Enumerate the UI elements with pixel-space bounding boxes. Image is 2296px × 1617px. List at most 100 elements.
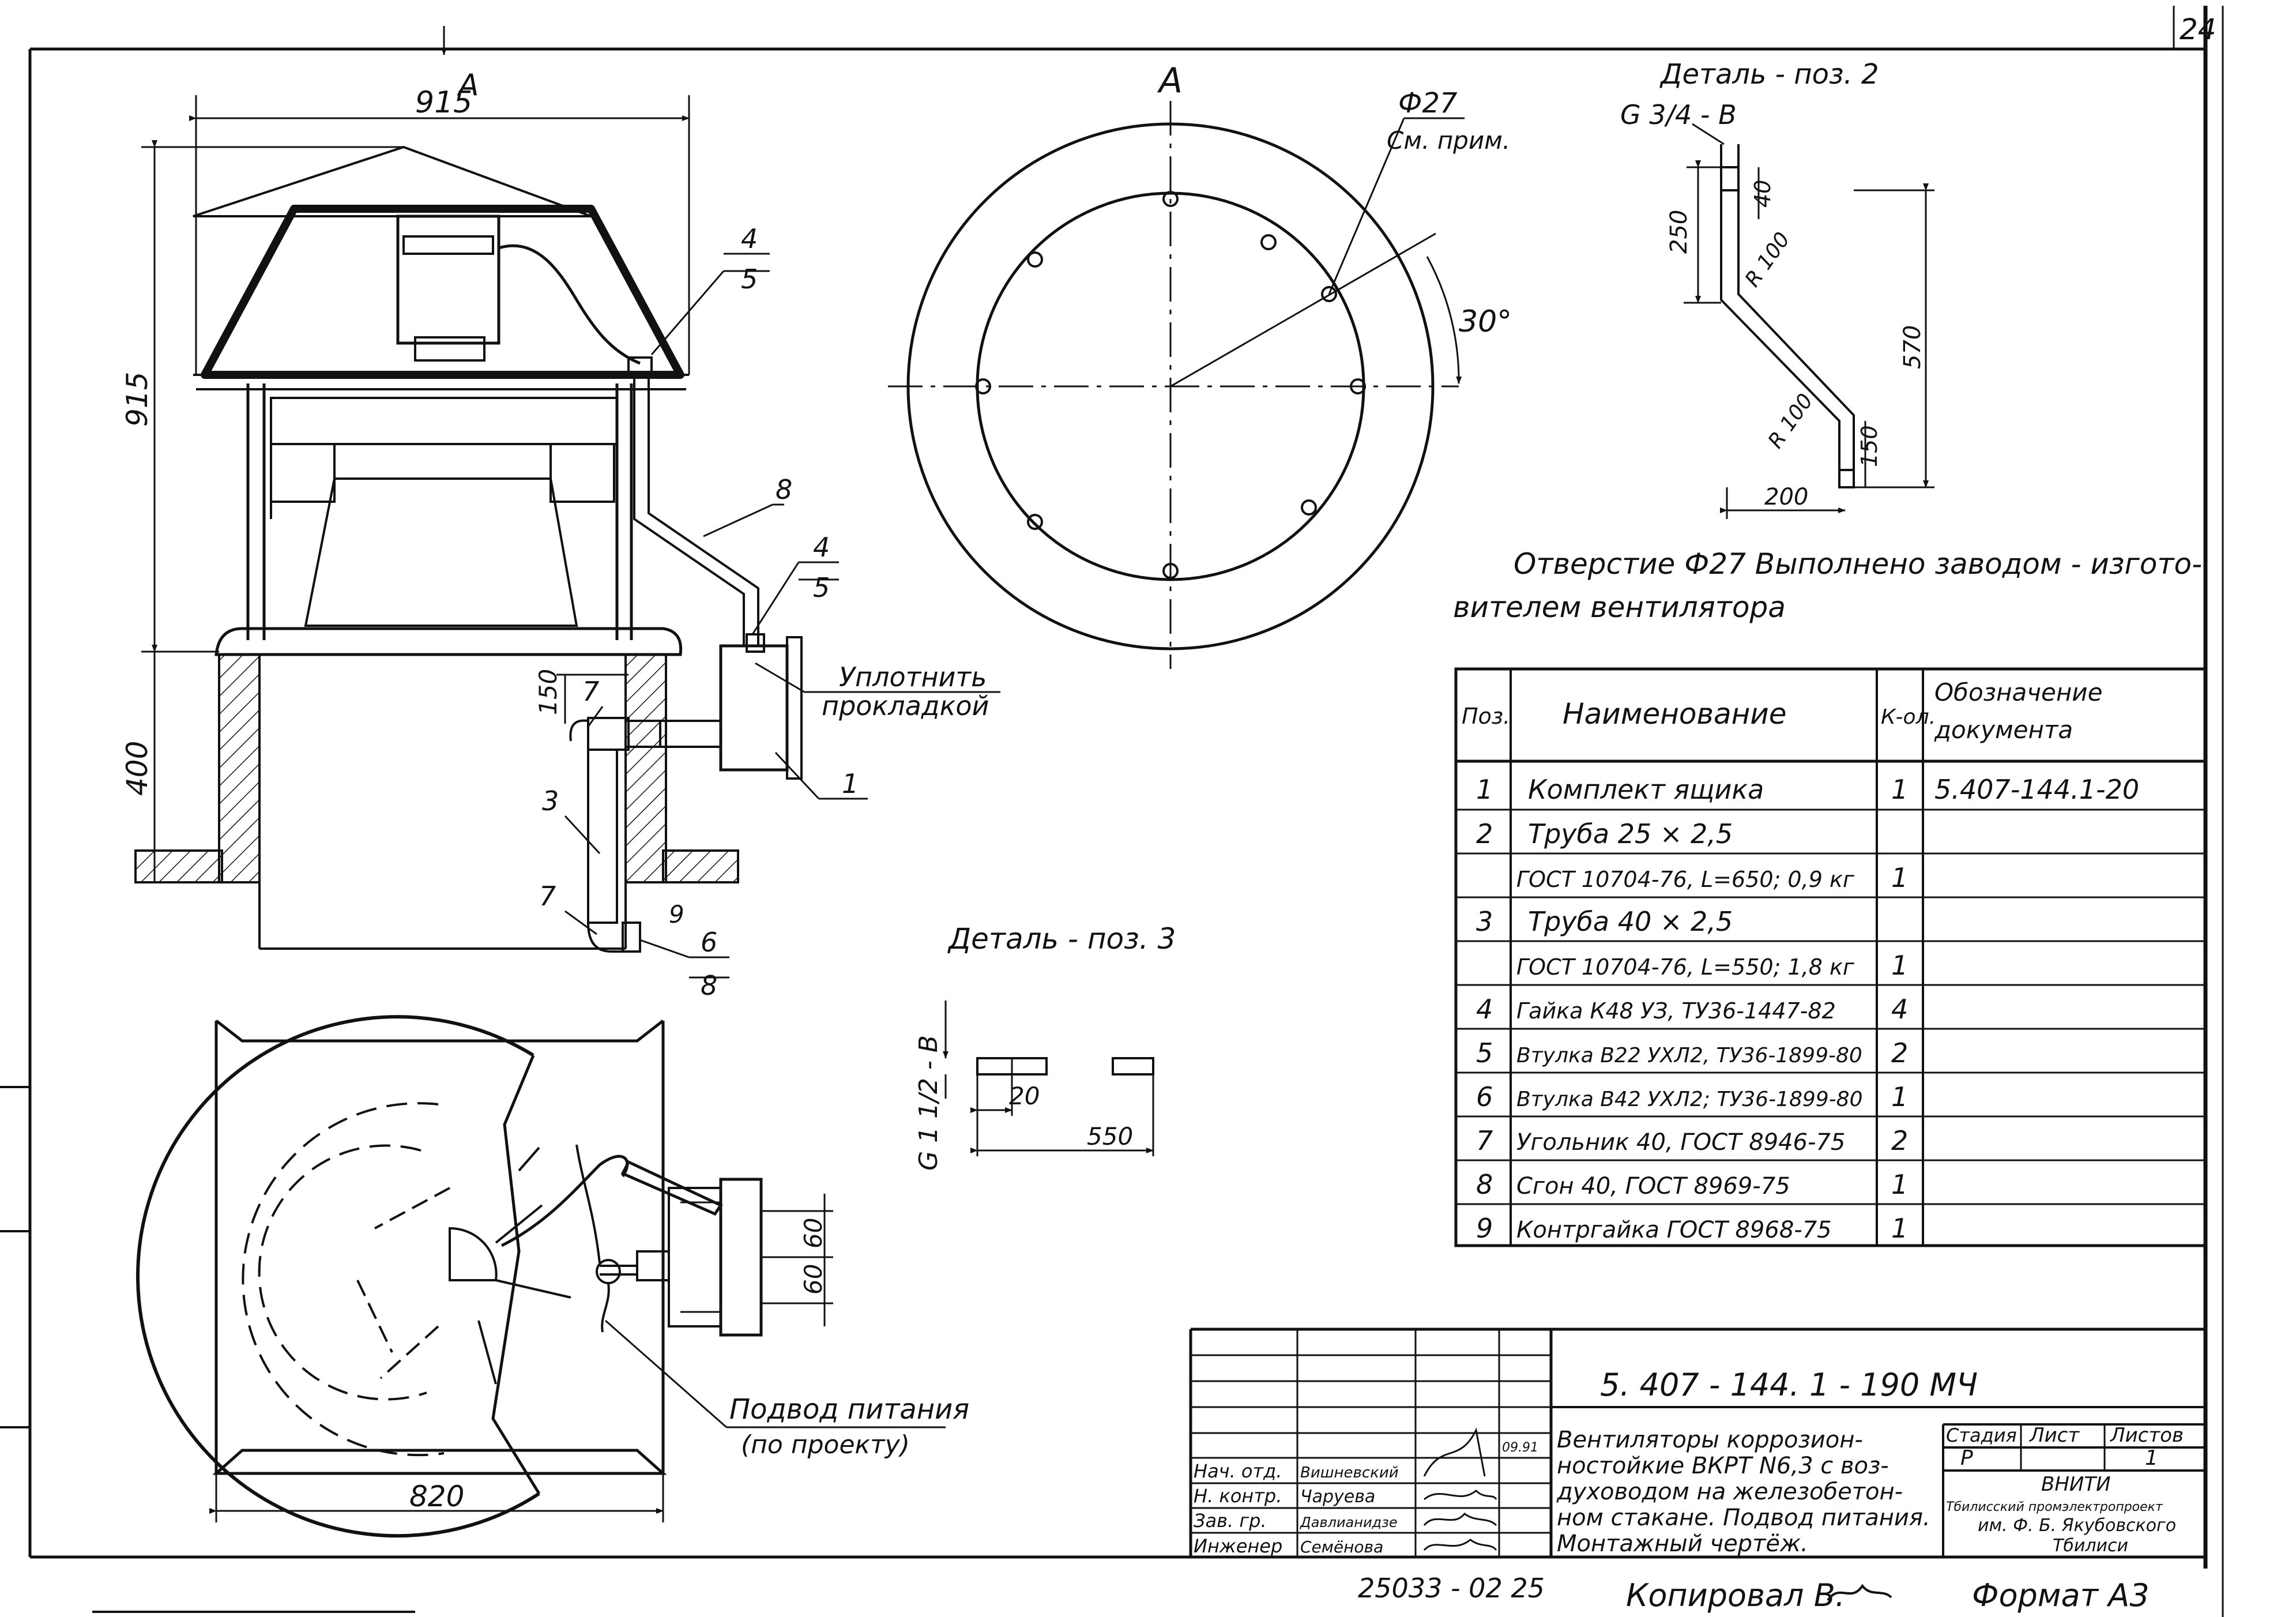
spec-table-grid	[1454, 667, 2207, 1247]
signature-4	[1423, 1539, 1497, 1551]
row-6-qty: 1	[1891, 1081, 1908, 1112]
title-block: 5. 407 - 144. 1 - 190 МЧ Вентиляторы кор…	[1194, 1367, 2184, 1557]
detail-3-thread: G 1 1/2 - B	[914, 1035, 943, 1171]
detail-3-dim-20: 20	[1009, 1082, 1040, 1110]
main-elevation-view	[134, 145, 803, 953]
description-line1: Вентиляторы коррозион-	[1557, 1427, 1863, 1453]
plan-dim-60-bottom: 60	[799, 1264, 827, 1295]
title-block-grid	[1189, 1328, 2205, 1557]
name-1: Вишневский	[1300, 1464, 1399, 1481]
dim-base-label: 400	[121, 741, 154, 796]
drawing-code: 5. 407 - 144. 1 - 190 МЧ	[1600, 1367, 1978, 1403]
row-1-doc: 5.407-144.1-20	[1934, 774, 2139, 805]
callout-8-bottom: 8	[701, 970, 717, 1001]
detail-3-title: Деталь - поз. 3	[947, 922, 1176, 956]
sheets-header: Листов	[2109, 1424, 2184, 1447]
row-1-qty: 1	[1891, 774, 1908, 805]
sheet-frame	[0, 6, 2224, 1617]
main-view-dimensions	[141, 26, 1000, 979]
copied-by: Копировал В.	[1626, 1577, 1845, 1614]
inventory-number: 25033 - 02 25	[1358, 1573, 1545, 1604]
org-line1: ВНИТИ	[2041, 1473, 2111, 1496]
note-line2: вителем вентилятора	[1453, 591, 1786, 624]
stage-value: Р	[1960, 1446, 1973, 1470]
detail-2-dim-250: 250	[1666, 210, 1692, 254]
name-3: Давлианидзе	[1300, 1514, 1398, 1530]
angle-label: 30°	[1459, 304, 1512, 339]
sheet-header: Лист	[2028, 1424, 2080, 1447]
detail-3-dim-550: 550	[1087, 1122, 1133, 1150]
detail-pos-2-labels: Деталь - поз. 2 G 3/4 - B 250 40 R 100 5…	[1620, 58, 1926, 510]
sheet-number: 24	[2180, 13, 2216, 46]
row-5-qty: 2	[1891, 1037, 1908, 1069]
seal-note-line2: прокладкой	[822, 690, 989, 721]
seal-note-line1: Уплотнить	[839, 661, 987, 693]
row-3-pos: 3	[1476, 906, 1493, 937]
copier-signature	[1827, 1584, 1892, 1601]
role-2: Н. контр.	[1194, 1485, 1282, 1507]
dim-150-label: 150	[534, 669, 562, 715]
row-2b-qty: 1	[1891, 862, 1908, 893]
main-view-labels: А 915 915 400 150 4 5 8 4 5 7 3 7 9 6 8 …	[121, 68, 989, 1001]
view-a-flange	[888, 101, 1465, 669]
row-7-pos: 7	[1476, 1125, 1493, 1156]
detail-2-dim-40: 40	[1750, 180, 1775, 208]
detail-2-dim-570: 570	[1899, 325, 1926, 369]
callout-4-mid: 4	[813, 532, 830, 563]
view-arrow-label: А	[457, 68, 479, 103]
callout-4-top: 4	[741, 223, 758, 254]
name-2: Чаруева	[1300, 1487, 1375, 1507]
row-9-qty: 1	[1891, 1213, 1908, 1244]
dim-height-label: 915	[121, 372, 154, 427]
role-3: Зав. гр.	[1194, 1510, 1267, 1532]
row-7-name: Угольник 40, ГОСТ 8946-75	[1516, 1129, 1845, 1156]
row-4-qty: 4	[1891, 994, 1908, 1025]
power-note-line1: Подвод питания	[729, 1393, 969, 1426]
header-name: Наименование	[1563, 697, 1787, 731]
description-line5: Монтажный чертёж.	[1557, 1530, 1808, 1557]
header-pos: Поз.	[1462, 704, 1510, 729]
detail-pos-3-labels: Деталь - поз. 3 G 1 1/2 - B 20 550	[914, 922, 1176, 1171]
org-line2: Тбилисский промэлектропроект	[1946, 1500, 2163, 1514]
detail-pos-2	[1684, 123, 1934, 519]
detail-2-dim-200: 200	[1764, 484, 1808, 510]
stage-header: Стадия	[1946, 1424, 2017, 1446]
row-2b-name: ГОСТ 10704-76, L=650; 0,9 кг	[1516, 867, 1855, 892]
hole-note: См. прим.	[1387, 126, 1510, 155]
callout-1: 1	[842, 768, 859, 799]
detail-2-title: Деталь - поз. 2	[1659, 58, 1879, 91]
row-9-pos: 9	[1476, 1213, 1493, 1244]
fan-blades	[356, 1146, 571, 1385]
detail-2-r100-bottom: R 100	[1764, 389, 1818, 453]
row-5-pos: 5	[1476, 1037, 1493, 1069]
callout-8: 8	[776, 474, 792, 505]
callout-3: 3	[542, 785, 559, 817]
callout-7-bottom: 7	[539, 881, 556, 912]
description-line2: ностойкие ВКРТ N6,3 с воз-	[1557, 1453, 1889, 1479]
row-9-name: Контргайка ГОСТ 8968-75	[1516, 1217, 1832, 1243]
format: Формат А3	[1972, 1577, 2150, 1614]
view-a-title: А	[1157, 61, 1183, 101]
hole-diameter: Ф27	[1398, 87, 1458, 119]
name-4: Семёнова	[1300, 1537, 1383, 1556]
callout-5-mid: 5	[813, 572, 830, 603]
dim-width-label: 915	[415, 85, 472, 120]
row-5-name: Втулка В22 УХЛ2, ТУ36-1899-80	[1516, 1044, 1862, 1067]
role-4: Инженер	[1194, 1535, 1282, 1557]
detail-2-r100-top: R 100	[1741, 228, 1795, 291]
plan-dim-60-top: 60	[799, 1218, 827, 1249]
sheets-value: 1	[2145, 1446, 2158, 1470]
signature-2	[1424, 1489, 1497, 1501]
row-6-name: Втулка В42 УХЛ2; ТУ36-1899-80	[1516, 1088, 1862, 1111]
detail-2-dim-150: 150	[1857, 425, 1882, 467]
org-line3: им. Ф. Б. Якубовского	[1978, 1516, 2176, 1536]
row-1-name: Комплект ящика	[1528, 774, 1764, 805]
row-1-pos: 1	[1476, 774, 1493, 805]
description-line3: духоводом на железобетон-	[1556, 1479, 1903, 1505]
row-3-name: Труба 40 × 2,5	[1528, 906, 1733, 937]
callout-7-top: 7	[582, 676, 599, 707]
bolt-holes	[975, 191, 1366, 579]
motor	[396, 215, 500, 345]
row-6-pos: 6	[1476, 1081, 1493, 1112]
